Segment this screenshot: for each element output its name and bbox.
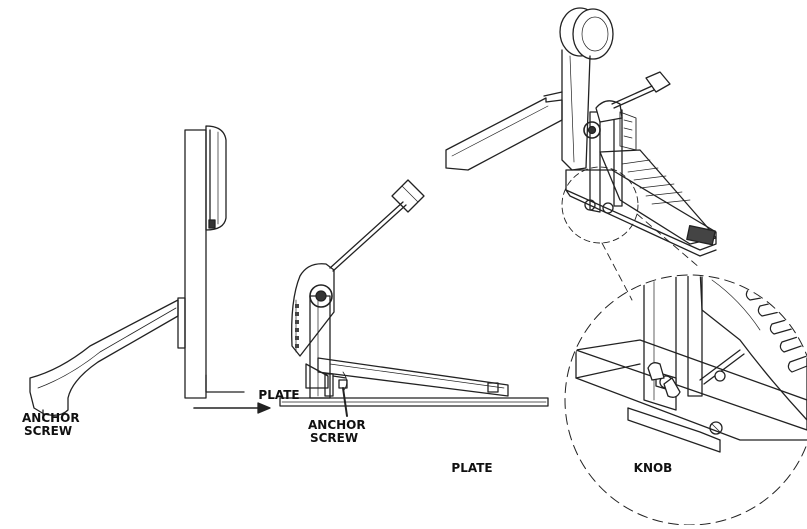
arrow-head — [258, 403, 270, 413]
persp-pad-front — [573, 9, 613, 59]
label-anchor-screw-mid: ANCHOR SCREW — [308, 418, 366, 445]
cam-housing — [292, 264, 334, 356]
persp-column — [562, 50, 590, 170]
anchor-screw-mid — [343, 388, 347, 416]
beater-head — [392, 180, 424, 212]
detail-post-right — [688, 260, 702, 396]
post — [310, 296, 330, 398]
label-plate-bottom: PLATE — [451, 461, 493, 475]
beater-rod — [330, 202, 403, 268]
persp-footboard — [600, 150, 716, 244]
pad-head — [206, 126, 226, 230]
callout-large — [565, 275, 807, 525]
label-knob: KNOB — [633, 461, 673, 475]
kick-pad-side-view — [30, 126, 270, 420]
rear-leg — [30, 300, 178, 415]
detail-post-left — [644, 260, 676, 410]
heel-block — [488, 383, 498, 392]
label-plate-top: PLATE — [258, 388, 300, 402]
label-anchor-screw-mid-line1: ANCHOR — [308, 418, 366, 432]
label-anchor-screw-left-line2: SCREW — [23, 424, 73, 438]
callout-small — [562, 167, 638, 243]
clamp — [325, 374, 333, 396]
label-anchor-screw-left: ANCHOR SCREW — [22, 411, 80, 438]
leader-line-2 — [637, 214, 700, 268]
axle-inner — [316, 291, 326, 301]
pad-clip — [209, 220, 215, 228]
pad-column — [185, 130, 206, 398]
plate-base — [280, 398, 548, 406]
persp-heel — [687, 226, 715, 245]
label-anchor-screw-left-line1: ANCHOR — [22, 411, 80, 425]
footboard — [318, 358, 508, 396]
detail-knob-wing-2 — [664, 378, 680, 397]
axle-outer — [310, 285, 332, 307]
label-anchor-screw-mid-line2: SCREW — [309, 431, 359, 445]
pedal-side-view — [280, 180, 548, 416]
persp-beater — [646, 72, 670, 92]
detail-knob-wing-1 — [648, 363, 664, 380]
persp-rear-leg — [446, 98, 562, 170]
detail-view — [565, 260, 807, 525]
detail-screw — [710, 422, 722, 434]
perspective-view — [446, 8, 716, 256]
detail-footboard — [700, 268, 807, 420]
leader-line-1 — [602, 243, 632, 300]
